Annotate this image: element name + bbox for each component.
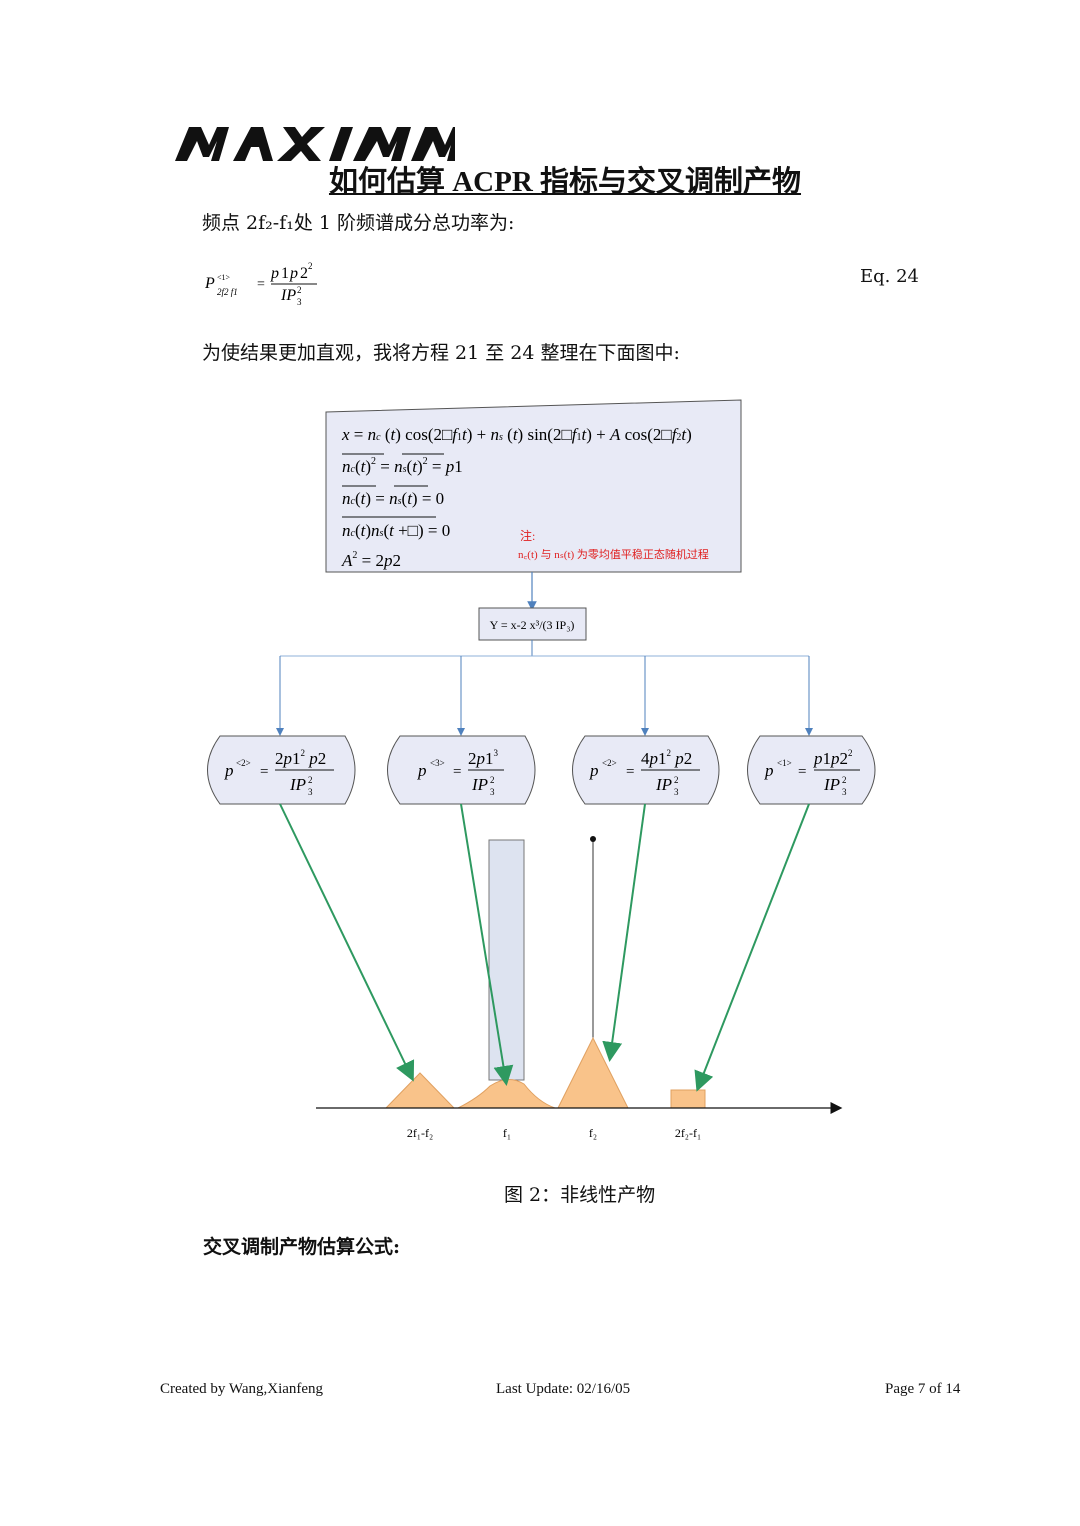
svg-text:3: 3 xyxy=(490,787,495,797)
equation-number: Eq. 24 xyxy=(860,266,920,287)
svg-text:p: p xyxy=(764,761,774,780)
svg-text:=: = xyxy=(798,764,806,780)
result-bubble-2f2-f1: p <1> = p1p22 IP 2 3 xyxy=(747,735,876,805)
svg-text:2: 2 xyxy=(490,775,495,785)
svg-text:P: P xyxy=(205,275,215,292)
svg-text:p: p xyxy=(589,761,599,780)
svg-text:2: 2 xyxy=(308,261,313,271)
svg-text:3: 3 xyxy=(842,787,847,797)
svg-text:=: = xyxy=(257,277,265,292)
note-title: 注: xyxy=(520,528,535,543)
svg-text:2p13: 2p13 xyxy=(468,748,499,768)
svg-text:<2>: <2> xyxy=(236,758,251,768)
svg-text:x = nc (t) cos(2□f1t) + ns (t): x = nc (t) cos(2□f1t) + ns (t) sin(2□f1t… xyxy=(341,425,692,444)
signal-equations: x = nc (t) cos(2□f1t) + ns (t) sin(2□f1t… xyxy=(341,425,692,570)
note-body: n꜀(t) 与 nₛ(t) 为零均值平稳正态随机过程 xyxy=(518,547,709,561)
svg-text:2: 2 xyxy=(308,775,313,785)
svg-text:nc(t)2 = ns(t)2 = p1: nc(t)2 = ns(t)2 = p1 xyxy=(342,456,463,476)
peak-f1 xyxy=(457,1079,556,1109)
svg-text:=: = xyxy=(260,764,268,780)
svg-text:2: 2 xyxy=(297,285,302,295)
axis-label-f2: f₂ xyxy=(589,1126,597,1140)
axis-label-f1: f₁ xyxy=(503,1126,511,1140)
signal-definition-box xyxy=(325,399,742,573)
svg-text:=: = xyxy=(626,764,634,780)
footer-author: Created by Wang,Xianfeng xyxy=(160,1381,324,1397)
svg-text:nc(t)ns(t +□) = 0: nc(t)ns(t +□) = 0 xyxy=(342,521,450,540)
page-title: 如何估算 ACPR 指标与交叉调制产物 xyxy=(328,166,802,198)
peak-f2 xyxy=(557,1036,629,1109)
section-heading: 交叉调制产物估算公式: xyxy=(203,1236,401,1258)
svg-text:p: p xyxy=(289,265,298,282)
footer-update: Last Update: 02/16/05 xyxy=(496,1381,631,1397)
svg-text:3: 3 xyxy=(674,787,679,797)
nonlinearity-box xyxy=(478,607,587,641)
footer-page-number: Page 7 of 14 xyxy=(885,1381,961,1397)
svg-text:IP: IP xyxy=(655,775,672,794)
svg-text:p: p xyxy=(417,761,427,780)
svg-text:IP: IP xyxy=(823,775,840,794)
maxim-logo xyxy=(175,127,455,161)
svg-text:IP: IP xyxy=(280,287,296,304)
svg-text:2: 2 xyxy=(674,775,679,785)
svg-text:3: 3 xyxy=(297,297,302,307)
svg-text:<2>: <2> xyxy=(602,758,617,768)
svg-text:<1>: <1> xyxy=(217,273,231,282)
svg-text:3: 3 xyxy=(308,787,313,797)
svg-text:=: = xyxy=(453,764,461,780)
svg-text:nc(t) = ns(t) = 0: nc(t) = ns(t) = 0 xyxy=(342,489,444,508)
svg-text:p: p xyxy=(224,761,234,780)
svg-text:2f2 f1: 2f2 f1 xyxy=(217,287,238,297)
svg-text:<1>: <1> xyxy=(777,758,792,768)
f1-noise-band xyxy=(488,839,525,1081)
svg-text:<3>: <3> xyxy=(430,758,445,768)
axis-label-2f1-f2: 2f₁-f₂ xyxy=(407,1126,433,1140)
figure-caption: 图 2：非线性产物 xyxy=(504,1184,656,1206)
result-bubble-f1: p <3> = 2p13 IP 2 3 xyxy=(387,735,536,805)
result-bubble-f2: p <2> = 4p12 p2 IP 2 3 xyxy=(572,735,720,805)
svg-text:2: 2 xyxy=(300,265,308,282)
svg-text:p: p xyxy=(270,265,279,282)
transfer-function: Y = x-2 x³/(3 IP₃) xyxy=(490,618,575,632)
figure-intro: 为使结果更加直观，我将方程 21 至 24 整理在下面图中: xyxy=(202,342,680,364)
equation-24: P <1> 2f2 f1 = p 1 p 2 2 IP 2 3 xyxy=(205,261,317,307)
result-bubble-2f1-f2: p <2> = 2p12 p2 IP 2 3 xyxy=(207,735,356,805)
peak-2f2-f1 xyxy=(670,1089,706,1109)
axis-label-2f2-f1: 2f₂-f₁ xyxy=(675,1126,701,1140)
peak-2f1-f2 xyxy=(384,1072,456,1109)
nonlinear-products-diagram: x = nc (t) cos(2□f1t) + ns (t) sin(2□f1t… xyxy=(207,399,876,1140)
svg-text:IP: IP xyxy=(471,775,488,794)
svg-text:2: 2 xyxy=(842,775,847,785)
svg-text:1: 1 xyxy=(281,265,289,282)
svg-text:IP: IP xyxy=(289,775,306,794)
svg-text:A2 = 2p2: A2 = 2p2 xyxy=(341,550,401,570)
intro-sentence: 频点 2f₂-f₁处 1 阶频谱成分总功率为: xyxy=(202,212,515,234)
svg-text:p1p22: p1p22 xyxy=(813,748,853,768)
